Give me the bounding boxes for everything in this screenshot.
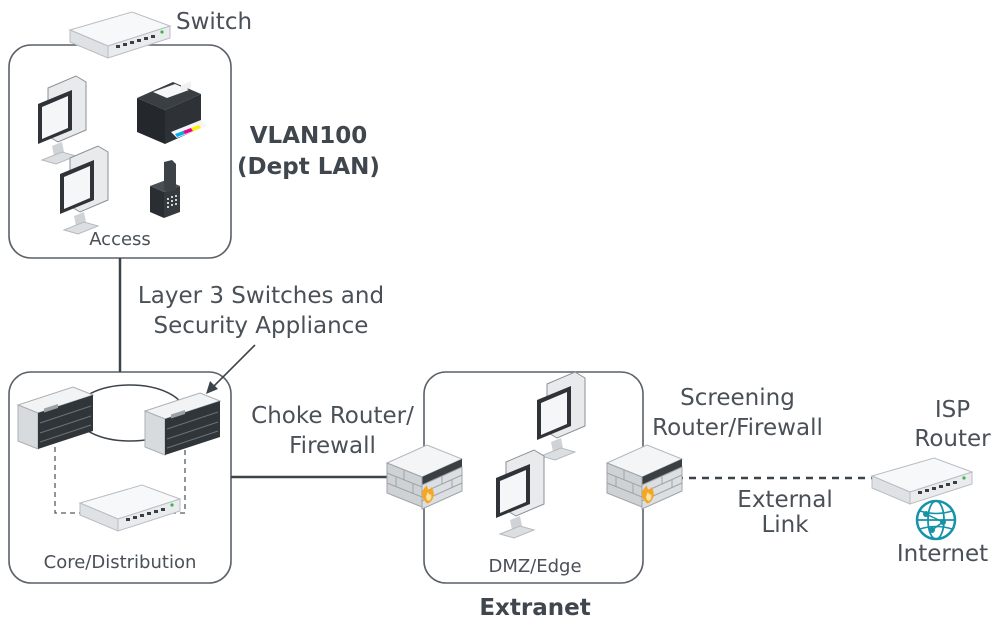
isp-router-label-line2: Router — [914, 426, 991, 452]
dmz-zone-label: DMZ/Edge — [488, 556, 582, 577]
dashed-link-left — [54, 447, 80, 514]
layer3-arrowhead — [206, 381, 218, 394]
monitor-icon — [495, 449, 545, 539]
layer3-arrow-line — [211, 344, 256, 389]
access-zone-box — [8, 44, 232, 259]
vlan-label-line1: VLAN100 — [249, 123, 368, 149]
layer3-label-line2: Security Appliance — [153, 313, 369, 339]
vlan-label-line2: (Dept LAN) — [237, 154, 380, 180]
router-icon — [79, 484, 181, 532]
isp-router-label-line1: ISP — [934, 397, 971, 423]
screening-router-label-line2: Router/Firewall — [652, 415, 823, 441]
screening-router-label-line1: Screening — [680, 385, 795, 411]
layer3-label-line1: Layer 3 Switches and — [137, 283, 385, 309]
switch-label: Switch — [176, 9, 253, 35]
internet-label: Internet — [896, 541, 989, 567]
server-icon — [144, 392, 221, 456]
monitor-icon — [536, 371, 586, 461]
printer-icon — [137, 81, 207, 144]
globe-icon — [915, 499, 957, 541]
external-link-label-line2: Link — [761, 512, 809, 538]
server-icon — [17, 386, 94, 450]
external-link-label-line1: External — [737, 487, 833, 513]
choke-router-label-line2: Firewall — [289, 433, 376, 459]
extranet-label: Extranet — [479, 595, 591, 621]
monitor-icon — [37, 75, 87, 165]
phone-icon — [150, 160, 180, 218]
router-icon — [871, 457, 973, 505]
switch-icon — [69, 11, 171, 59]
core-zone-label: Core/Distribution — [43, 552, 197, 573]
access-zone-label: Access — [89, 229, 151, 250]
firewall-icon — [606, 444, 683, 510]
choke-router-label-line1: Choke Router/ — [251, 403, 414, 429]
